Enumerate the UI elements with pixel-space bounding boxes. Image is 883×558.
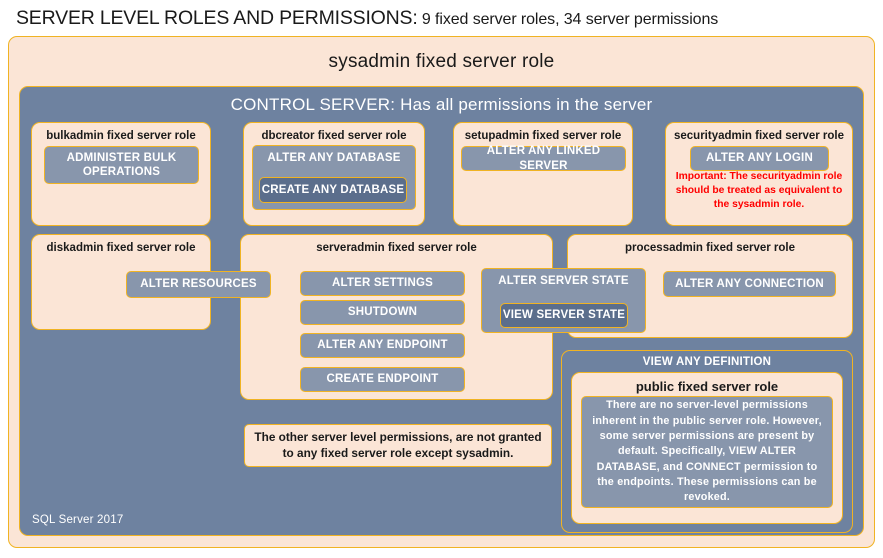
role-label-processadmin: processadmin fixed server role [624, 242, 796, 254]
permission-alter-settings[interactable]: ALTER SETTINGS [300, 271, 465, 296]
page-title: SERVER LEVEL ROLES AND PERMISSIONS: 9 fi… [16, 7, 876, 33]
page-title-strong: SERVER LEVEL ROLES AND PERMISSIONS: [16, 7, 418, 29]
permission-alter-any-login[interactable]: ALTER ANY LOGIN [690, 146, 829, 171]
other-permissions-note: The other server level permissions, are … [244, 424, 552, 467]
permission-alter-resources[interactable]: ALTER RESOURCES [126, 271, 271, 298]
permission-view-server-state[interactable]: VIEW SERVER STATE [500, 303, 628, 328]
permission-create-endpoint[interactable]: CREATE ENDPOINT [300, 367, 465, 392]
page-title-sub: 9 fixed server roles, 34 server permissi… [417, 11, 719, 28]
role-label-bulkadmin: bulkadmin fixed server role [46, 130, 196, 142]
permission-shutdown[interactable]: SHUTDOWN [300, 300, 465, 325]
role-box-securityadmin: securityadmin fixed server role Importan… [665, 122, 853, 226]
permission-alter-any-endpoint[interactable]: ALTER ANY ENDPOINT [300, 333, 465, 358]
securityadmin-warning-text: Important: The securityadmin role should… [675, 171, 843, 210]
permission-create-any-database[interactable]: CREATE ANY DATABASE [259, 177, 407, 203]
footer-version-label: SQL Server 2017 [32, 514, 124, 526]
role-label-setupadmin: setupadmin fixed server role [464, 130, 622, 142]
role-label-dbcreator: dbcreator fixed server role [261, 130, 407, 142]
permission-alter-any-database-label: ALTER ANY DATABASE [267, 152, 401, 164]
role-label-securityadmin: securityadmin fixed server role [673, 130, 845, 142]
sysadmin-role-label: sysadmin fixed server role [328, 51, 555, 72]
role-box-setupadmin: setupadmin fixed server role [453, 122, 633, 226]
role-label-public: public fixed server role [635, 379, 779, 394]
role-label-serveradmin: serveradmin fixed server role [316, 242, 477, 254]
permission-administer-bulk-operations[interactable]: ADMINISTER BULK OPERATIONS [44, 146, 199, 184]
permission-alter-server-state-label: ALTER SERVER STATE [498, 275, 629, 287]
permission-alter-any-linked-server[interactable]: ALTER ANY LINKED SERVER [461, 145, 626, 172]
public-role-note: There are no server-level permissions in… [581, 396, 833, 508]
control-server-label: CONTROL SERVER: Has all permissions in t… [230, 95, 653, 114]
permission-view-any-definition-label: VIEW ANY DEFINITION [642, 356, 772, 368]
permission-alter-any-connection[interactable]: ALTER ANY CONNECTION [663, 271, 836, 297]
role-label-diskadmin: diskadmin fixed server role [46, 242, 196, 254]
